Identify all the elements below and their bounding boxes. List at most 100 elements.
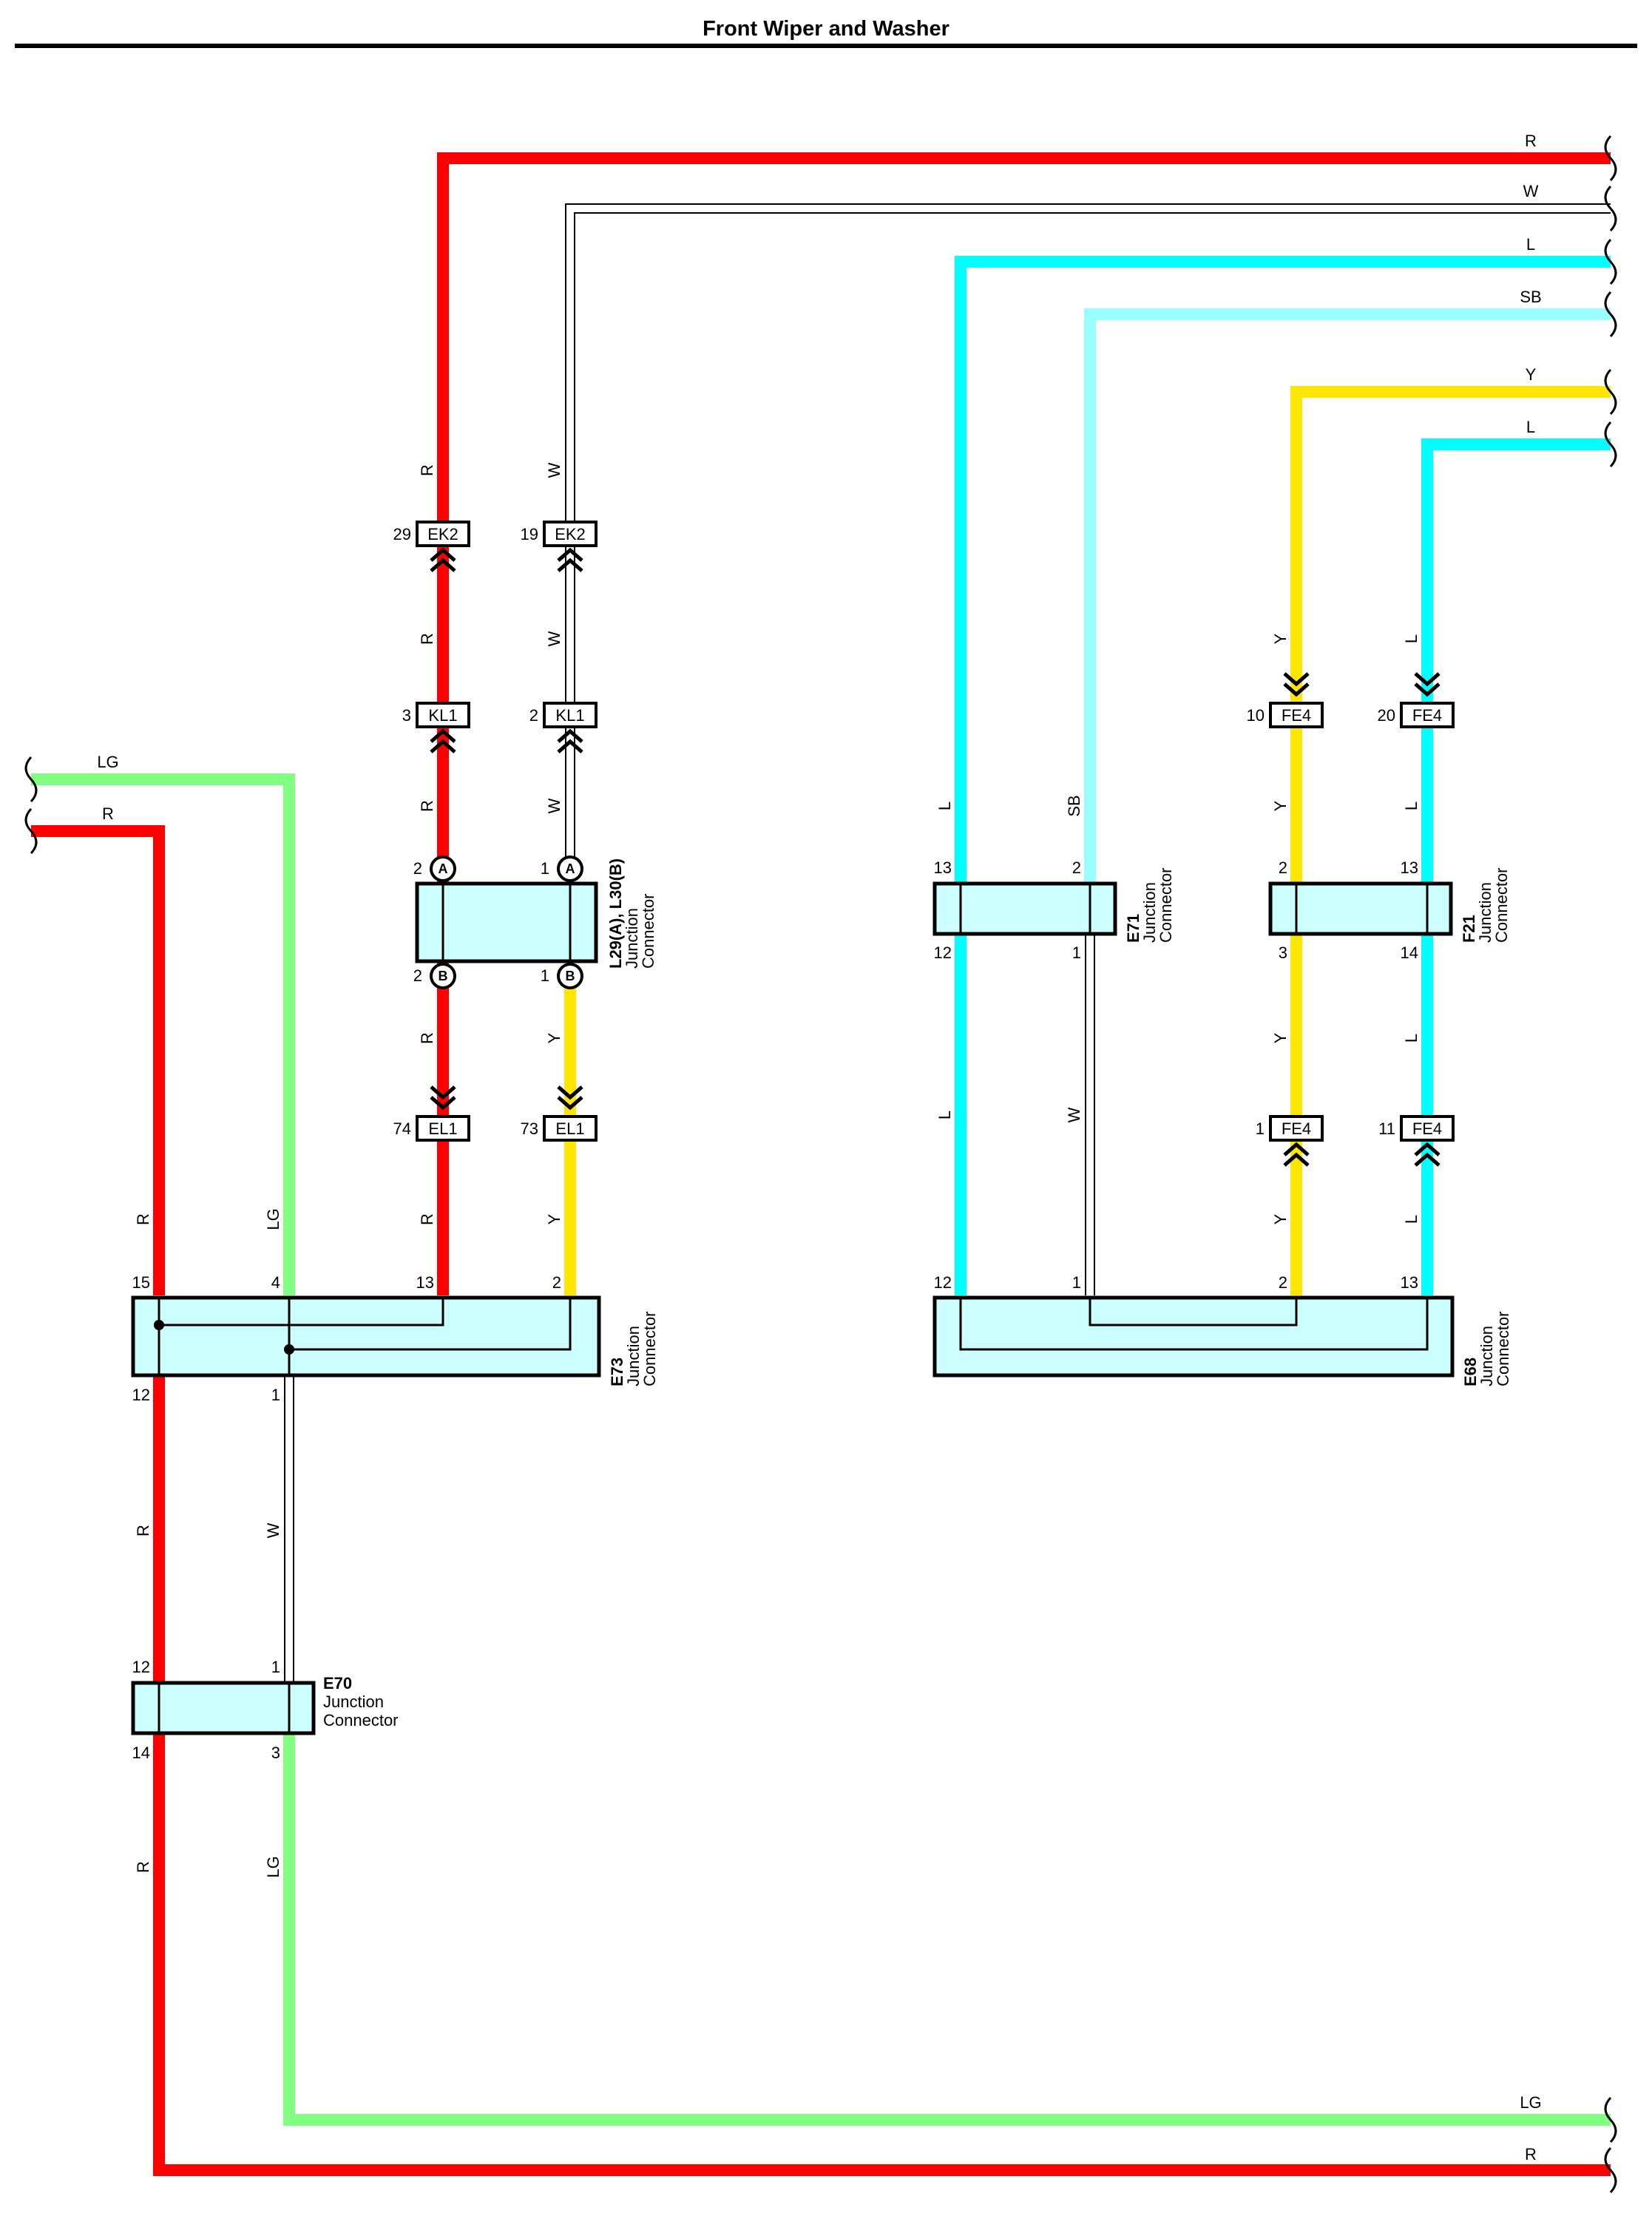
wire-code: R bbox=[134, 1213, 152, 1225]
inline-connector-el1-74: EL1 74 bbox=[393, 1085, 470, 1142]
svg-text:FE4: FE4 bbox=[1412, 1119, 1442, 1138]
svg-text:13: 13 bbox=[416, 1273, 434, 1292]
svg-text:Junction: Junction bbox=[623, 908, 641, 969]
chevron-up-icon bbox=[557, 547, 583, 572]
svg-text:FE4: FE4 bbox=[1282, 706, 1311, 725]
svg-text:20: 20 bbox=[1378, 706, 1395, 725]
wire-label-r-left: R bbox=[102, 804, 114, 823]
svg-text:14: 14 bbox=[132, 1744, 150, 1762]
wire-code: L bbox=[1402, 802, 1421, 810]
svg-text:3: 3 bbox=[1279, 943, 1287, 962]
wire-code: W bbox=[1065, 1107, 1083, 1122]
wire-code: L bbox=[1402, 634, 1421, 643]
svg-text:12: 12 bbox=[132, 1386, 150, 1404]
wire-code: R bbox=[134, 1861, 152, 1873]
wire-label-l-top: L bbox=[1526, 235, 1535, 254]
svg-text:L29(A), L30(B): L29(A), L30(B) bbox=[606, 858, 625, 969]
svg-text:EL1: EL1 bbox=[555, 1119, 584, 1138]
svg-text:E71: E71 bbox=[1124, 914, 1142, 943]
inline-connector-fe4-10: FE4 10 bbox=[1247, 672, 1324, 728]
svg-text:B: B bbox=[566, 969, 575, 983]
wire-r-left bbox=[31, 825, 165, 1295]
wire-code: W bbox=[545, 798, 563, 813]
wire-code: Y bbox=[1271, 633, 1290, 644]
junction-connector-e68: 12 1 2 13 E68 Junction Connector bbox=[932, 1273, 1512, 1386]
svg-text:29: 29 bbox=[393, 525, 411, 543]
svg-text:EL1: EL1 bbox=[428, 1119, 457, 1138]
inline-connector-fe4-11: FE4 11 bbox=[1378, 1115, 1455, 1167]
svg-text:2: 2 bbox=[1279, 1273, 1287, 1292]
wire-code: L bbox=[1402, 1215, 1421, 1224]
svg-text:14: 14 bbox=[1401, 943, 1418, 962]
wire-code: Y bbox=[545, 1032, 563, 1043]
wire-code: R bbox=[418, 633, 436, 645]
wire-code: L bbox=[935, 1111, 954, 1119]
svg-text:KL1: KL1 bbox=[555, 706, 584, 725]
svg-text:Connector: Connector bbox=[1157, 867, 1175, 943]
svg-text:13: 13 bbox=[1401, 1273, 1418, 1292]
wire-label-r-bottom: R bbox=[1525, 2145, 1537, 2164]
wire-label-lg-left: LG bbox=[97, 753, 118, 771]
svg-text:1: 1 bbox=[271, 1386, 280, 1404]
junction-connector-l29-l30: A A B B 2 1 2 1 L29(A), L30(B) Junction … bbox=[413, 855, 657, 989]
chevron-down-icon bbox=[1283, 672, 1310, 697]
chevron-up-icon bbox=[1283, 1142, 1310, 1167]
svg-text:Junction: Junction bbox=[1477, 1326, 1496, 1386]
wire-code: R bbox=[418, 1032, 436, 1044]
svg-text:2: 2 bbox=[529, 706, 538, 725]
svg-text:3: 3 bbox=[271, 1744, 280, 1762]
svg-text:FE4: FE4 bbox=[1282, 1119, 1311, 1138]
svg-text:E73: E73 bbox=[608, 1358, 626, 1386]
svg-text:11: 11 bbox=[1378, 1119, 1395, 1138]
wire-label-r-top: R bbox=[1525, 132, 1537, 150]
svg-text:FE4: FE4 bbox=[1412, 706, 1442, 725]
chevron-down-icon bbox=[557, 1085, 583, 1111]
svg-text:2: 2 bbox=[552, 1273, 561, 1292]
inline-connector-kl1-3: KL1 3 bbox=[402, 702, 470, 753]
chevron-up-icon bbox=[430, 547, 456, 572]
wire-l-top bbox=[955, 256, 1611, 1295]
wire-label-w-top: W bbox=[1523, 182, 1539, 200]
wire-label-lg-bottom: LG bbox=[1520, 2093, 1541, 2112]
junction-connector-f21: 2 13 3 14 F21 Junction Connector bbox=[1268, 858, 1511, 962]
junction-connector-e70: 12 1 14 3 E70 Junction Connector bbox=[131, 1658, 399, 1762]
svg-text:4: 4 bbox=[271, 1273, 280, 1292]
wire-label-y-top: Y bbox=[1526, 365, 1537, 384]
wire-label-l2-top: L bbox=[1526, 418, 1535, 436]
svg-text:F21: F21 bbox=[1460, 915, 1478, 943]
svg-text:3: 3 bbox=[402, 706, 411, 725]
wire-code: W bbox=[264, 1522, 282, 1538]
wire-code-labels: R R R R R W W W Y Y L L SB W Y Y Y Y L L… bbox=[134, 462, 1421, 1877]
wire-code: SB bbox=[1065, 795, 1083, 816]
svg-text:2: 2 bbox=[1279, 858, 1287, 877]
svg-text:2: 2 bbox=[1072, 858, 1081, 877]
wire-code: Y bbox=[1271, 800, 1290, 811]
wire-code: R bbox=[418, 800, 436, 812]
svg-text:13: 13 bbox=[934, 858, 952, 877]
svg-text:A: A bbox=[566, 861, 575, 876]
wire-code: Y bbox=[1271, 1032, 1290, 1043]
wire-code: L bbox=[935, 802, 954, 810]
wire-y-top bbox=[1290, 386, 1611, 1295]
inline-connector-fe4-1: FE4 1 bbox=[1256, 1115, 1324, 1167]
wire-label-sb-top: SB bbox=[1520, 288, 1541, 306]
svg-text:EK2: EK2 bbox=[427, 525, 458, 543]
svg-text:2: 2 bbox=[413, 859, 422, 878]
junction-connector-e73: 15 4 13 2 12 1 E73 Junction Connector bbox=[131, 1273, 659, 1404]
chevron-down-icon bbox=[1414, 672, 1441, 697]
inline-connector-el1-73: EL1 73 bbox=[521, 1085, 598, 1142]
inline-connector-fe4-20: FE4 20 bbox=[1378, 672, 1455, 728]
svg-text:15: 15 bbox=[132, 1273, 150, 1292]
svg-text:1: 1 bbox=[541, 966, 549, 985]
svg-text:1: 1 bbox=[1256, 1119, 1265, 1138]
svg-text:12: 12 bbox=[132, 1658, 150, 1676]
svg-text:1: 1 bbox=[1072, 1273, 1081, 1292]
wire-break-right bbox=[1604, 135, 1617, 2194]
svg-text:13: 13 bbox=[1401, 858, 1418, 877]
chevron-up-icon bbox=[1414, 1142, 1441, 1167]
chevron-down-icon bbox=[430, 1085, 456, 1111]
svg-text:E68: E68 bbox=[1461, 1358, 1480, 1386]
svg-text:KL1: KL1 bbox=[428, 706, 457, 725]
wire-lg-left bbox=[31, 773, 295, 1295]
